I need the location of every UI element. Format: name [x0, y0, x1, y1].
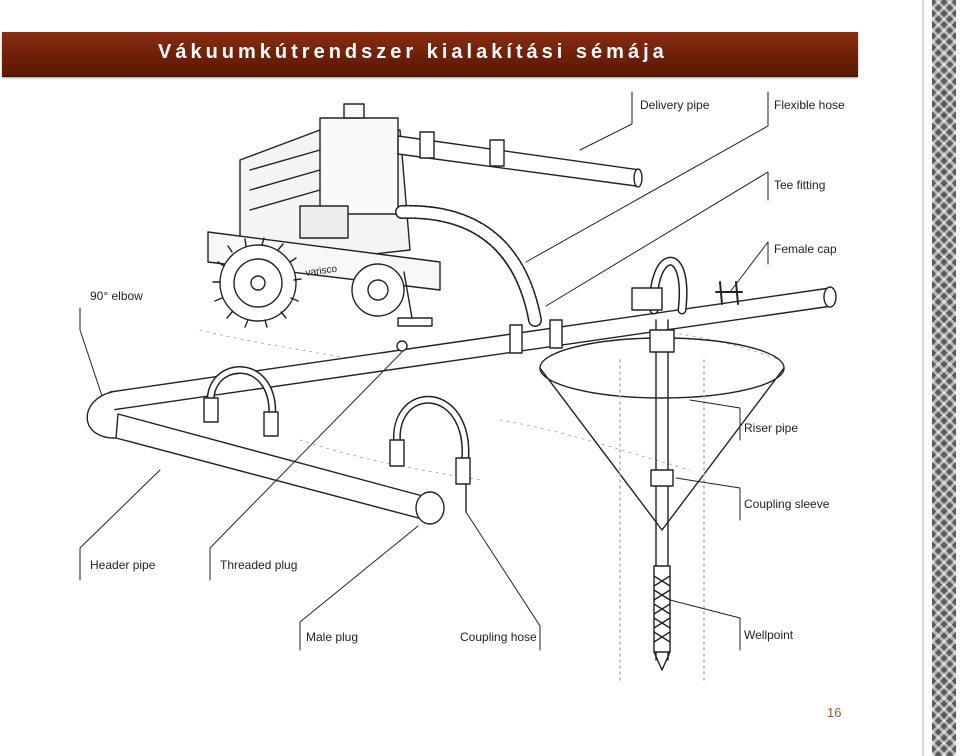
flexible-hose — [395, 204, 542, 327]
pump-unit: varisco — [207, 103, 441, 328]
tee-fitting-part — [631, 287, 663, 311]
label-flexible-hose: Flexible hose — [774, 98, 845, 112]
label-coupling-hose: Coupling hose — [460, 630, 537, 644]
page-number: 16 — [827, 705, 842, 720]
coupling-hose-right — [389, 395, 471, 513]
label-header-pipe: Header pipe — [90, 558, 156, 572]
label-coupling-sleeve: Coupling sleeve — [744, 497, 830, 511]
label-threaded-plug: Threaded plug — [220, 558, 297, 572]
label-tee-fitting: Tee fitting — [774, 178, 825, 192]
decorative-side-strip — [932, 0, 956, 756]
pump-brand-label: varisco — [305, 264, 338, 279]
label-riser-pipe: Riser pipe — [744, 421, 798, 435]
threaded-plug-part — [396, 340, 408, 352]
label-wellpoint: Wellpoint — [744, 628, 794, 642]
decorative-divider — [922, 0, 924, 756]
label-90-elbow: 90° elbow — [90, 289, 143, 303]
coupling-hose-left — [203, 366, 279, 437]
leader-lines — [79, 91, 769, 651]
female-cap-part — [715, 281, 743, 305]
slide-title: Vákuumkútrendszer kialakítási sémája — [158, 41, 668, 63]
delivery-pipe — [397, 131, 643, 188]
slide-title-bar: Vákuumkútrendszer kialakítási sémája — [2, 32, 858, 77]
label-female-cap: Female cap — [774, 242, 837, 256]
label-male-plug: Male plug — [306, 630, 358, 644]
label-delivery-pipe: Delivery pipe — [640, 98, 710, 112]
header-pipe — [86, 286, 837, 525]
